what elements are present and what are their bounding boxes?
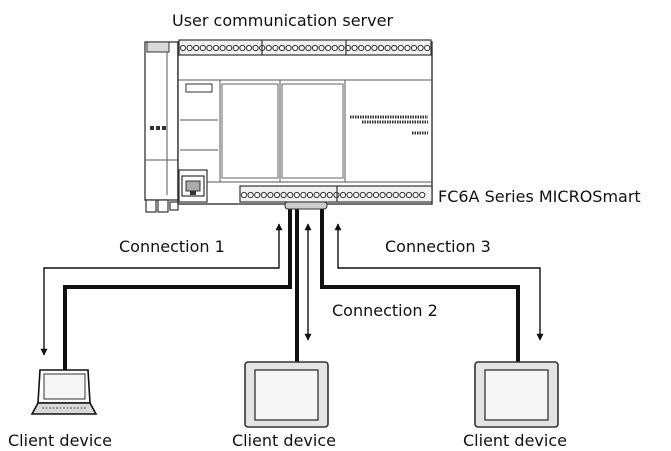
terminal-screw xyxy=(179,44,187,52)
terminal-screw xyxy=(424,44,431,52)
server-title: User communication server xyxy=(172,11,394,30)
terminal-screw xyxy=(252,44,259,52)
touch-panel-icon-2 xyxy=(244,361,329,428)
terminal-screw xyxy=(366,191,373,199)
terminal-screw xyxy=(226,44,233,52)
terminal-screw xyxy=(239,44,246,52)
terminal-screw xyxy=(219,44,226,52)
terminal-screw xyxy=(351,44,358,52)
terminal-screw xyxy=(364,44,371,52)
client-device-2-label: Client device xyxy=(232,431,336,450)
terminal-screw xyxy=(254,191,261,199)
terminal-screw xyxy=(280,191,287,199)
terminal-screw xyxy=(313,191,320,199)
terminal-screw xyxy=(339,191,347,199)
terminal-screw xyxy=(353,191,360,199)
terminal-screw xyxy=(325,44,332,52)
terminal-screw xyxy=(212,44,220,52)
plc-model-label: FC6A Series MICROSmart xyxy=(438,187,641,206)
terminal-screw xyxy=(377,44,385,52)
client-device-1-label: Client device xyxy=(8,431,112,450)
terminal-screw xyxy=(384,44,391,52)
plc-led-indicators xyxy=(350,115,428,135)
plc-bottom-terminal-block xyxy=(239,185,433,203)
laptop-icon xyxy=(30,369,98,415)
terminal-screw xyxy=(193,44,200,52)
cable-connector xyxy=(284,201,328,210)
terminal-screw xyxy=(326,191,333,199)
terminal-screw xyxy=(199,44,206,52)
terminal-screw xyxy=(419,191,426,199)
plc-side-module xyxy=(144,41,179,213)
terminal-screw xyxy=(397,44,404,52)
terminal-screw xyxy=(240,191,248,199)
terminal-screw xyxy=(305,44,312,52)
terminal-screw xyxy=(392,191,399,199)
terminal-screw xyxy=(273,191,281,199)
client-device-3-label: Client device xyxy=(463,431,567,450)
terminal-screw xyxy=(278,44,286,52)
top-screw-row xyxy=(179,44,431,52)
terminal-screw xyxy=(265,44,272,52)
terminal-screw xyxy=(379,191,386,199)
terminal-screw xyxy=(293,191,300,199)
connection-1-arrow xyxy=(40,223,283,356)
terminal-screw xyxy=(267,191,274,199)
terminal-screw xyxy=(404,44,411,52)
terminal-screw xyxy=(245,44,253,52)
terminal-screw xyxy=(292,44,299,52)
plc-device xyxy=(144,39,433,213)
terminal-screw xyxy=(371,44,378,52)
terminal-screw xyxy=(391,44,398,52)
terminal-screw xyxy=(285,44,292,52)
terminal-screw xyxy=(300,191,307,199)
terminal-screw xyxy=(417,44,424,52)
client-1-cable xyxy=(63,208,292,370)
terminal-screw xyxy=(306,191,314,199)
client-3-cable xyxy=(320,208,520,370)
terminal-screw xyxy=(372,191,380,199)
terminal-screw xyxy=(386,191,393,199)
terminal-screw xyxy=(320,191,327,199)
terminal-screw xyxy=(260,191,267,199)
plc-top-terminal-block xyxy=(178,39,432,56)
terminal-screw xyxy=(206,44,213,52)
terminal-screw xyxy=(346,191,353,199)
bottom-screw-row xyxy=(240,191,426,199)
terminal-screw xyxy=(331,44,338,52)
terminal-screw xyxy=(405,191,413,199)
terminal-screw xyxy=(298,44,305,52)
terminal-screw xyxy=(232,44,239,52)
terminal-screw xyxy=(399,191,406,199)
plc-ethernet-port xyxy=(178,169,208,203)
terminal-screw xyxy=(272,44,279,52)
terminal-screw xyxy=(338,44,345,52)
terminal-screw xyxy=(247,191,254,199)
terminal-screw xyxy=(359,191,366,199)
terminal-screw xyxy=(287,191,294,199)
touch-panel-icon-3 xyxy=(474,361,559,428)
terminal-screw xyxy=(311,44,319,52)
terminal-screw xyxy=(318,44,325,52)
terminal-screw xyxy=(410,44,418,52)
connection-3-arrow xyxy=(334,223,544,341)
terminal-screw xyxy=(412,191,419,199)
terminal-screw xyxy=(186,44,193,52)
terminal-screw xyxy=(358,44,365,52)
